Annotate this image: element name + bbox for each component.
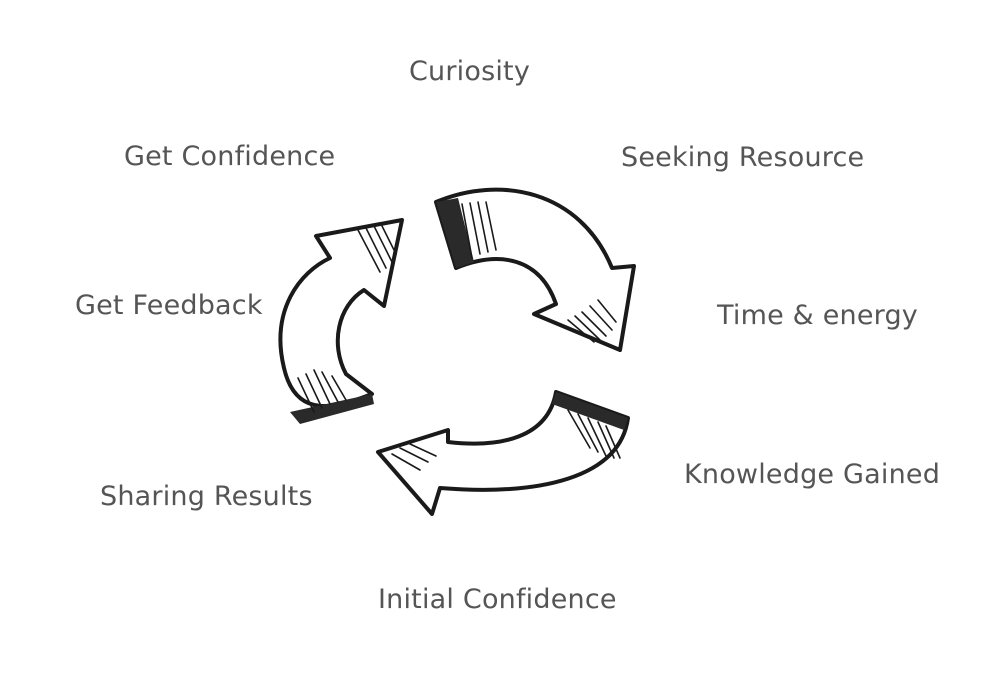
- stage-time-energy: Time & energy: [717, 300, 918, 331]
- stage-get-feedback: Get Feedback: [75, 290, 263, 321]
- stage-initial-confidence: Initial Confidence: [378, 584, 617, 615]
- stage-knowledge-gained: Knowledge Gained: [684, 459, 941, 490]
- arrow-left: [278, 218, 404, 424]
- arrow-top-right: [434, 187, 636, 352]
- arrow-bottom: [376, 390, 630, 516]
- stage-seeking-resource: Seeking Resource: [621, 142, 865, 173]
- stage-curiosity: Curiosity: [409, 56, 531, 87]
- stage-sharing-results: Sharing Results: [100, 481, 313, 512]
- stage-get-confidence: Get Confidence: [124, 141, 336, 172]
